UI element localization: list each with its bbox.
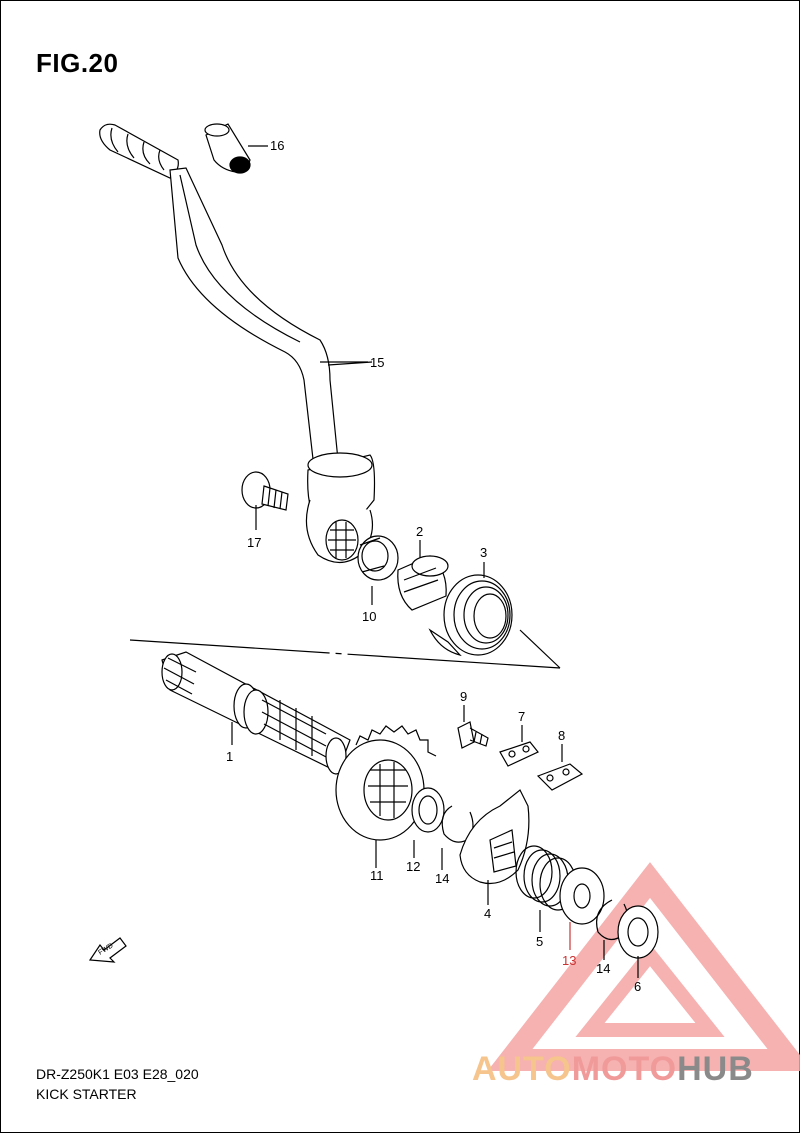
callout-14a: 14 (435, 871, 449, 886)
model-code: DR-Z250K1 E03 E28_020 (36, 1066, 199, 1082)
callout-7: 7 (518, 709, 525, 724)
part-8-stopper-plate (536, 744, 584, 791)
part-4-ratchet (459, 789, 530, 905)
watermark-hub: HUB (677, 1050, 754, 1088)
callout-17: 17 (247, 535, 261, 550)
callout-6: 6 (634, 979, 641, 994)
callout-13: 13 (562, 953, 576, 968)
assembly-leader-line (129, 639, 561, 669)
watermark-auto: AUTO (472, 1050, 572, 1088)
watermark-logo: AUTOMOTOHUB (472, 1050, 754, 1089)
part-10-bushing (357, 535, 399, 605)
part-15-kick-lever (99, 123, 376, 564)
callout-14b: 14 (596, 961, 610, 976)
callout-12: 12 (406, 859, 420, 874)
callout-2: 2 (416, 524, 423, 539)
callout-3: 3 (480, 545, 487, 560)
part-6-washer (617, 905, 659, 978)
callout-11: 11 (370, 868, 384, 883)
part-3-spring (428, 562, 513, 657)
part-12-washer (411, 787, 445, 858)
callout-1: 1 (226, 749, 233, 764)
part-7-plate (499, 725, 539, 767)
part-16-grip-cap (204, 123, 268, 174)
assembly-name: KICK STARTER (36, 1086, 137, 1102)
callout-5: 5 (536, 934, 543, 949)
callout-15: 15 (370, 355, 384, 370)
part-14-circlip-a (441, 805, 474, 870)
watermark-moto: MOTO (571, 1050, 678, 1088)
part-1-kick-shaft (161, 651, 351, 775)
callout-9: 9 (460, 689, 467, 704)
figure-title: FIG.20 (36, 48, 119, 78)
callout-16: 16 (270, 138, 284, 153)
part-11-drive-gear (335, 725, 437, 868)
part-17-bolt (241, 471, 289, 530)
part-13-washer (559, 867, 605, 950)
fwd-arrow-icon: FWD (88, 937, 127, 963)
part-9-bolt (457, 705, 489, 749)
callout-10: 10 (362, 609, 376, 624)
watermark-triangle (487, 862, 800, 1071)
callout-labels: 16 15 17 10 2 3 1 9 7 8 11 12 14 4 5 13 … (226, 138, 641, 994)
callout-8: 8 (558, 728, 565, 743)
part-2-spring-guide (397, 540, 449, 611)
callout-4: 4 (484, 906, 491, 921)
